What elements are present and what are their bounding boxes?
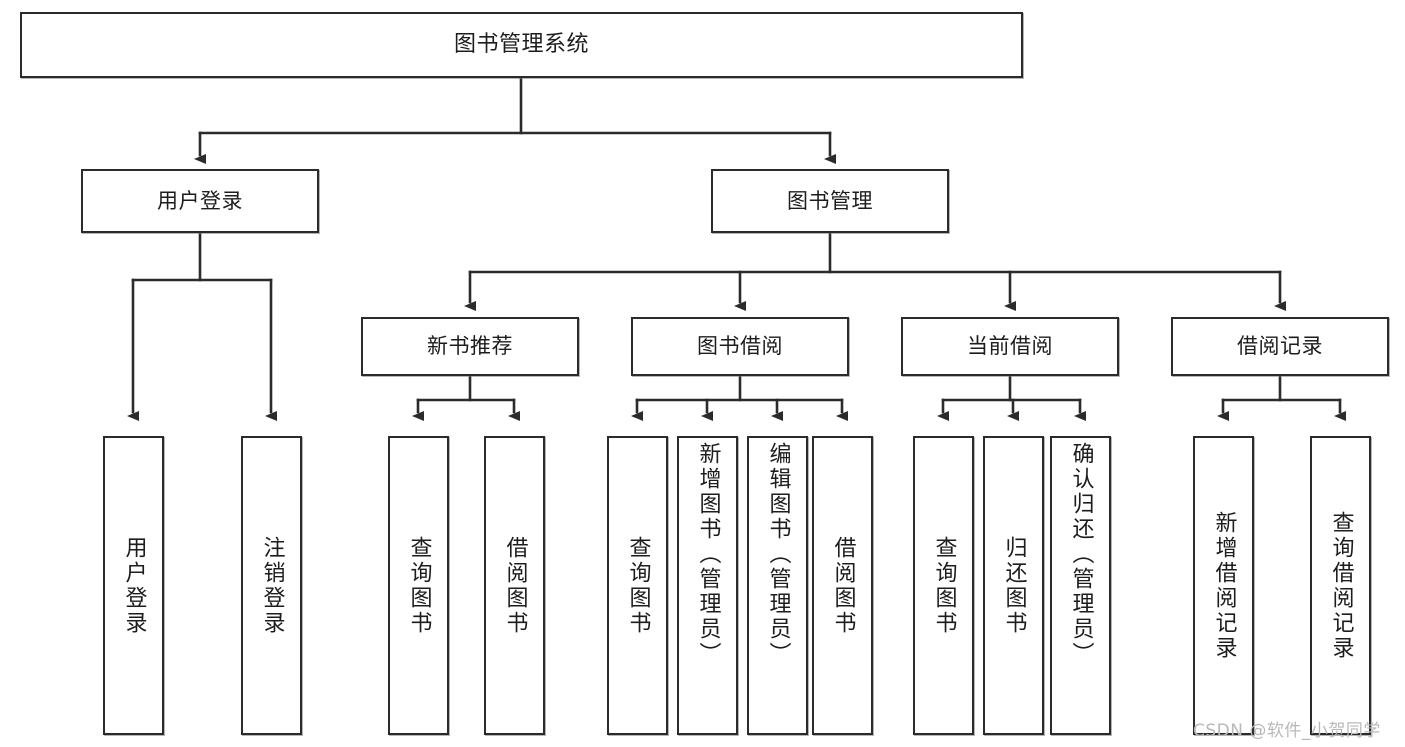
- node-label: 新增图书（管理员）: [695, 442, 721, 667]
- leaf-borrow-books[interactable]: 借阅图书: [812, 436, 873, 735]
- node-label: 借阅图书: [830, 535, 856, 636]
- leaf-edit-book-admin[interactable]: 编辑图书（管理员）: [747, 436, 808, 735]
- csdn-watermark: CSDN @软件_小贺同学: [1193, 721, 1381, 741]
- node-label: 借阅记录: [1237, 334, 1323, 359]
- node-label: 查询图书: [931, 535, 957, 636]
- node-label: 查询借阅记录: [1328, 510, 1354, 661]
- node-label: 用户登录: [157, 188, 243, 213]
- leaf-user-login[interactable]: 用户登录: [103, 436, 164, 735]
- node-label: 新书推荐: [427, 334, 513, 359]
- node-label: 查询图书: [625, 535, 651, 636]
- node-label: 当前借阅: [967, 334, 1053, 359]
- node-label: 图书管理: [787, 188, 873, 213]
- leaf-query-books-current[interactable]: 查询图书: [913, 436, 974, 735]
- node-borrowing-records[interactable]: 借阅记录: [1171, 317, 1389, 376]
- leaf-return-books[interactable]: 归还图书: [983, 436, 1044, 735]
- leaf-logout[interactable]: 注销登录: [241, 436, 302, 735]
- node-label: 图书借阅: [697, 334, 783, 359]
- node-label: 注销登录: [259, 535, 285, 636]
- node-label: 归还图书: [1001, 535, 1027, 636]
- node-label: 新增借阅记录: [1211, 510, 1237, 661]
- leaf-query-books-recommendation[interactable]: 查询图书: [388, 436, 449, 735]
- leaf-add-book-admin[interactable]: 新增图书（管理员）: [677, 436, 738, 735]
- leaf-query-books-borrowing[interactable]: 查询图书: [607, 436, 668, 735]
- node-new-book-recommendation[interactable]: 新书推荐: [361, 317, 579, 376]
- node-current-borrowing[interactable]: 当前借阅: [901, 317, 1119, 376]
- node-label: 查询图书: [406, 535, 432, 636]
- leaf-confirm-return-admin[interactable]: 确认归还（管理员）: [1050, 436, 1111, 735]
- node-label: 用户登录: [121, 535, 147, 636]
- node-label: 编辑图书（管理员）: [765, 442, 791, 667]
- leaf-borrow-books-recommendation[interactable]: 借阅图书: [484, 436, 545, 735]
- node-label: 借阅图书: [502, 535, 528, 636]
- node-label: 图书管理系统: [453, 32, 589, 58]
- leaf-query-borrowing-record[interactable]: 查询借阅记录: [1310, 436, 1371, 735]
- node-user-login[interactable]: 用户登录: [81, 169, 319, 233]
- node-book-management[interactable]: 图书管理: [711, 169, 949, 233]
- node-label: 确认归还（管理员）: [1068, 442, 1094, 667]
- node-book-borrowing[interactable]: 图书借阅: [631, 317, 849, 376]
- node-root-book-management-system[interactable]: 图书管理系统: [20, 12, 1023, 78]
- leaf-add-borrowing-record[interactable]: 新增借阅记录: [1193, 436, 1254, 735]
